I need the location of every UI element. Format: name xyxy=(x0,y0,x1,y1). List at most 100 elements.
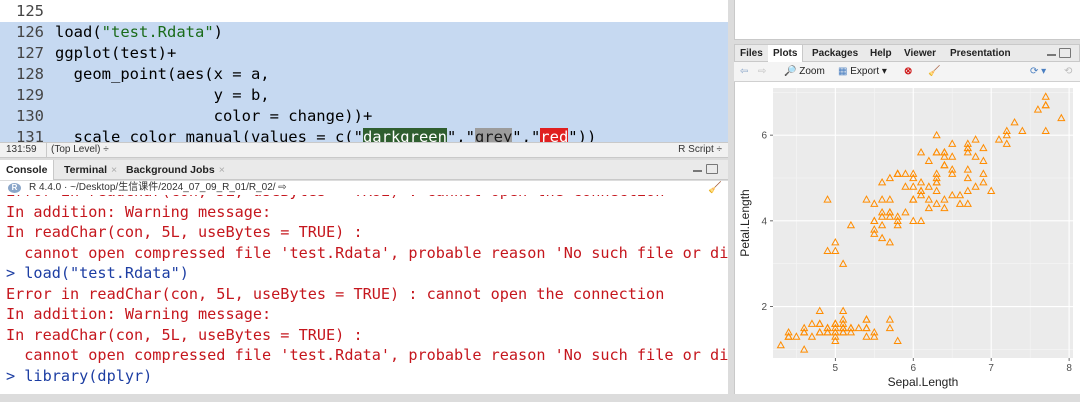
data-point xyxy=(1018,126,1027,134)
data-point xyxy=(823,195,832,203)
data-point xyxy=(1033,105,1043,113)
data-point xyxy=(784,332,793,340)
close-icon[interactable]: × xyxy=(110,164,118,176)
tab-help[interactable]: Help xyxy=(870,48,892,59)
code-text[interactable]: geom_point(aes(x = a, xyxy=(55,64,270,85)
forward-arrow-icon[interactable]: ⇨ xyxy=(758,66,767,77)
close-icon[interactable]: × xyxy=(218,164,225,176)
code-token: load( xyxy=(55,23,102,41)
data-point xyxy=(838,315,848,323)
sync-icon[interactable]: ⟲ xyxy=(1064,66,1073,77)
export-button[interactable]: ▦ Export ▾ xyxy=(838,66,887,77)
data-point xyxy=(1041,126,1050,134)
tab-plots[interactable]: Plots xyxy=(768,45,804,62)
console-error-line: In addition: Warning message: xyxy=(6,305,272,323)
clear-plots-broom-icon[interactable]: 🧹 xyxy=(928,66,941,77)
data-point xyxy=(877,195,887,203)
scope-selector[interactable]: (Top Level) ÷ xyxy=(46,143,109,157)
data-point xyxy=(979,143,988,152)
tab-files[interactable]: Files xyxy=(740,48,763,59)
console-error-line: In addition: Warning message: xyxy=(6,202,272,221)
y-tick-label: 4 xyxy=(761,216,767,227)
tab-terminal[interactable]: Terminal× xyxy=(64,164,118,176)
data-point xyxy=(885,195,895,203)
data-point xyxy=(948,139,957,147)
maximize-pane-icon[interactable] xyxy=(1059,48,1071,58)
data-point xyxy=(971,152,980,160)
data-point xyxy=(909,169,918,177)
console-output[interactable]: Error in readChar(con, 5L, useBytes = TR… xyxy=(0,195,728,402)
code-text[interactable] xyxy=(55,1,92,22)
x-tick-label: 8 xyxy=(1066,363,1072,374)
x-tick-label: 6 xyxy=(910,363,916,374)
code-token: y = b, xyxy=(55,86,270,104)
console-error-line: Error in readChar(con, 5L, useBytes = TR… xyxy=(6,195,664,202)
code-text[interactable]: color = change))+ xyxy=(55,106,373,127)
code-text[interactable]: y = b, xyxy=(55,85,270,106)
data-point xyxy=(838,323,848,332)
data-point xyxy=(885,237,895,246)
data-point xyxy=(862,195,871,203)
data-point xyxy=(963,143,972,152)
color-literal: darkgreen xyxy=(362,128,447,142)
clear-console-icon[interactable]: 🧹 xyxy=(708,182,722,194)
code-token xyxy=(55,2,92,20)
maximize-pane-icon[interactable] xyxy=(706,164,718,174)
y-tick-label: 6 xyxy=(761,131,767,142)
data-point xyxy=(916,190,926,199)
tab-background-jobs[interactable]: Background Jobs× xyxy=(126,164,225,176)
refresh-icon[interactable]: ⟳ ▾ xyxy=(1030,66,1047,77)
code-text[interactable]: scale_color_manual(values = c("darkgreen… xyxy=(55,127,596,142)
tab-presentation[interactable]: Presentation xyxy=(950,48,1011,59)
code-text[interactable]: load("test.Rdata") xyxy=(55,22,223,43)
console-tab-bar: Console Terminal× Background Jobs× xyxy=(0,160,728,180)
minimize-pane-icon[interactable] xyxy=(693,170,702,172)
code-text[interactable]: ggplot(test)+ xyxy=(55,43,176,64)
data-point xyxy=(1002,139,1011,147)
data-point xyxy=(885,207,895,216)
data-point xyxy=(893,220,902,229)
console-command: > library(dplyr) xyxy=(6,366,153,385)
back-arrow-icon[interactable]: ⇦ xyxy=(740,66,749,77)
file-type-selector[interactable]: R Script ÷ xyxy=(678,144,722,155)
code-line[interactable]: 128 geom_point(aes(x = a, xyxy=(0,64,728,85)
editor-status-bar: 131:59 (Top Level) ÷ R Script ÷ xyxy=(0,142,728,158)
data-point xyxy=(916,177,926,186)
data-point xyxy=(932,130,941,139)
minimize-pane-icon[interactable] xyxy=(1047,54,1056,56)
data-point xyxy=(815,306,824,314)
data-point xyxy=(870,327,879,336)
data-point xyxy=(893,212,902,220)
tab-viewer[interactable]: Viewer xyxy=(904,48,937,59)
data-point xyxy=(940,203,949,212)
working-directory-path[interactable]: R 4.4.0 · ~/Desktop/生信课件/2024_07_09_R_01… xyxy=(29,182,287,193)
data-point xyxy=(955,199,965,207)
data-point xyxy=(994,135,1004,143)
tab-packages[interactable]: Packages xyxy=(812,48,859,59)
data-point xyxy=(1010,117,1019,126)
data-point xyxy=(838,327,848,336)
data-point xyxy=(1057,113,1066,122)
code-line[interactable]: 130 color = change))+ xyxy=(0,106,728,127)
data-point xyxy=(971,135,980,143)
data-point xyxy=(893,336,902,344)
data-point xyxy=(784,327,793,336)
code-line[interactable]: 129 y = b, xyxy=(0,85,728,106)
code-line[interactable]: 131 scale_color_manual(values = c("darkg… xyxy=(0,127,728,142)
x-tick-label: 5 xyxy=(833,363,839,374)
data-point xyxy=(823,327,832,336)
environment-pane xyxy=(734,0,1080,40)
data-point xyxy=(963,186,972,194)
remove-plot-icon[interactable]: ⊗ xyxy=(904,66,913,77)
data-point xyxy=(916,186,926,194)
code-line[interactable]: 125 xyxy=(0,1,728,22)
data-point xyxy=(987,186,996,194)
data-point xyxy=(854,323,863,332)
tab-console[interactable]: Console xyxy=(0,160,55,180)
data-point xyxy=(940,152,949,160)
console-error-line: cannot open compressed file 'test.Rdata'… xyxy=(6,346,728,364)
zoom-button[interactable]: 🔎 Zoom xyxy=(784,66,825,77)
